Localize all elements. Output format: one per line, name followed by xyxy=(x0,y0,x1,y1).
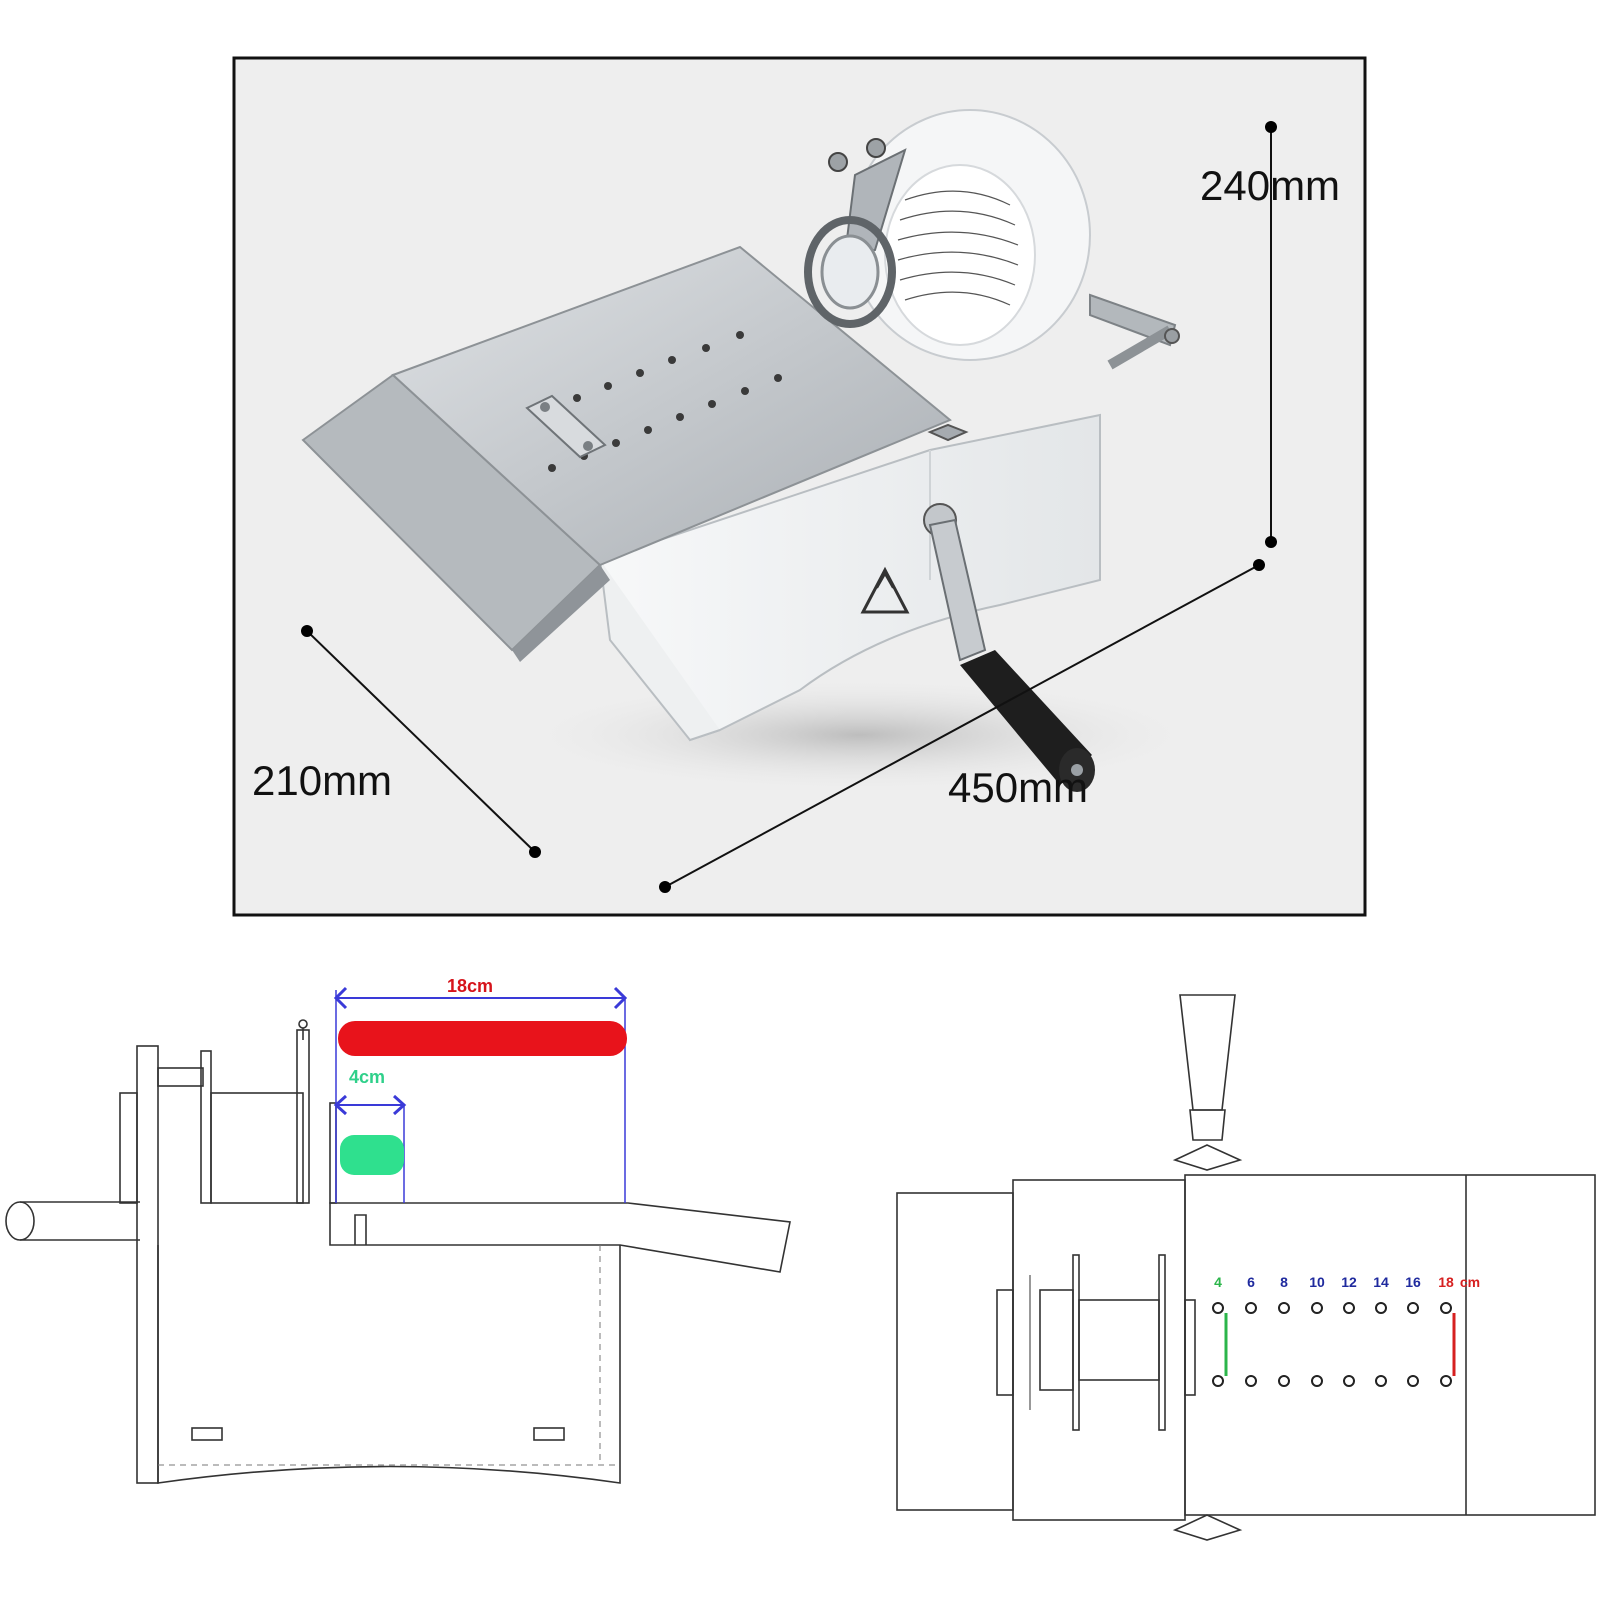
length-label: 450mm xyxy=(948,764,1088,811)
recycle-icon xyxy=(860,566,910,614)
depth-dimension xyxy=(301,625,541,858)
scale-mark-8: 8 xyxy=(1280,1274,1288,1290)
scale-unit: cm xyxy=(1460,1274,1480,1290)
height-label: 240mm xyxy=(1200,162,1340,209)
twine-spool xyxy=(849,109,1091,361)
stop-bracket xyxy=(525,394,607,459)
top-holes xyxy=(1212,1302,1452,1387)
long-length-bar xyxy=(338,1021,627,1056)
scale-mark-14: 14 xyxy=(1373,1274,1389,1290)
wing-nut xyxy=(927,423,969,442)
scale-mark-6: 6 xyxy=(1247,1274,1255,1290)
short-length-label: 4cm xyxy=(349,1067,385,1087)
short-length-bar xyxy=(340,1135,404,1175)
side-plate-profile xyxy=(329,1202,791,1273)
twine-guide-arm xyxy=(804,138,907,328)
height-dimension xyxy=(1265,121,1277,548)
product-photo-panel: 240mm 210mm 450mm xyxy=(232,56,1367,917)
long-length-dimension: 18cm xyxy=(333,976,628,1203)
side-rod-profile xyxy=(5,1201,140,1241)
machine-housing xyxy=(598,413,1101,742)
top-body xyxy=(896,1174,1596,1541)
length-dimension xyxy=(659,559,1265,893)
side-view-drawing: 18cm 4cm xyxy=(5,976,791,1484)
long-length-label: 18cm xyxy=(447,976,493,996)
scale-mark-18: 18 xyxy=(1438,1274,1454,1290)
top-view-drawing: 4 6 8 10 12 14 16 18 cm xyxy=(896,994,1596,1541)
side-rod xyxy=(1089,293,1180,370)
depth-label: 210mm xyxy=(252,757,392,804)
scale-mark-4: 4 xyxy=(1214,1274,1222,1290)
top-funnel xyxy=(1172,994,1243,1171)
side-body xyxy=(157,1245,621,1484)
side-uprights xyxy=(119,1019,337,1484)
scale-mark-16: 16 xyxy=(1405,1274,1421,1290)
scale-mark-10: 10 xyxy=(1309,1274,1325,1290)
scale-labels: 4 6 8 10 12 14 16 18 cm xyxy=(1214,1274,1480,1290)
crank-handle xyxy=(923,503,1095,792)
scale-mark-12: 12 xyxy=(1341,1274,1357,1290)
short-length-dimension: 4cm xyxy=(333,1067,407,1203)
stainless-top-plate xyxy=(301,245,952,662)
top-spool xyxy=(1029,1254,1166,1431)
